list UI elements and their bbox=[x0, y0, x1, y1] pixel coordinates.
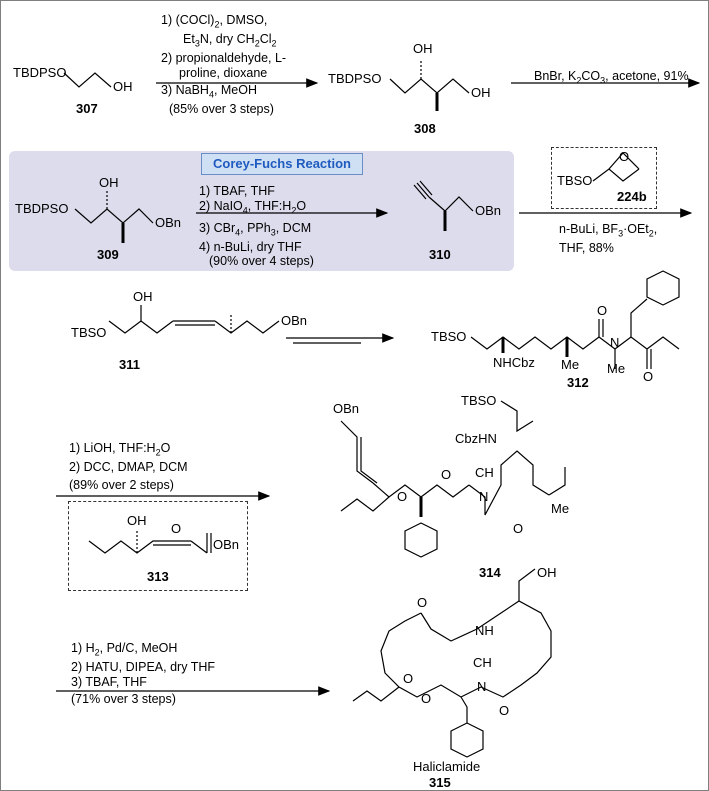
svg-text:OH: OH bbox=[471, 85, 491, 100]
svg-text:309: 309 bbox=[97, 247, 119, 262]
svg-text:CbzHN: CbzHN bbox=[455, 431, 497, 446]
svg-text:CH: CH bbox=[473, 655, 492, 670]
svg-text:308: 308 bbox=[414, 121, 436, 136]
svg-text:OH: OH bbox=[113, 79, 133, 94]
bonds-307 bbox=[63, 72, 112, 88]
conditions-step1: 1) (COCl)2, DMSO, Et3N, dry CH2Cl2 2) pr… bbox=[161, 13, 287, 116]
svg-text:Me: Me bbox=[551, 501, 569, 516]
tbdpso-307: TBDPSO bbox=[13, 65, 66, 80]
svg-text:O: O bbox=[403, 671, 413, 686]
svg-text:O: O bbox=[397, 489, 407, 504]
svg-text:OBn: OBn bbox=[333, 401, 359, 416]
svg-text:Me: Me bbox=[561, 357, 579, 372]
conditions-step7: 1) H2, Pd/C, MeOH 2) HATU, DIPEA, dry TH… bbox=[71, 641, 216, 706]
svg-text:OBn: OBn bbox=[155, 215, 181, 230]
svg-text:TBDPSO: TBDPSO bbox=[328, 71, 381, 86]
svg-text:O: O bbox=[513, 521, 523, 536]
svg-text:CH: CH bbox=[475, 465, 494, 480]
corey-fuchs-banner: Corey-Fuchs Reaction bbox=[201, 153, 363, 175]
svg-text:315: 315 bbox=[429, 775, 451, 790]
svg-text:O: O bbox=[499, 703, 509, 718]
svg-text:O: O bbox=[643, 369, 653, 384]
svg-text:OH: OH bbox=[99, 175, 119, 190]
svg-text:OBn: OBn bbox=[213, 537, 239, 552]
svg-text:NH: NH bbox=[475, 623, 494, 638]
conditions-step2: BnBr, K2CO3, acetone, 91% bbox=[534, 69, 689, 86]
svg-text:311: 311 bbox=[119, 357, 140, 372]
svg-text:N: N bbox=[610, 335, 619, 350]
svg-text:OH: OH bbox=[413, 41, 433, 56]
svg-text:OBn: OBn bbox=[281, 313, 307, 328]
epoxide-224b-box bbox=[551, 147, 657, 209]
svg-text:TBDPSO: TBDPSO bbox=[15, 201, 68, 216]
svg-text:O: O bbox=[619, 149, 629, 164]
svg-text:N: N bbox=[479, 489, 488, 504]
svg-text:OH: OH bbox=[127, 513, 147, 528]
svg-text:N: N bbox=[477, 679, 486, 694]
svg-text:314: 314 bbox=[479, 565, 501, 580]
svg-text:OH: OH bbox=[537, 565, 557, 580]
svg-text:312: 312 bbox=[567, 375, 589, 390]
svg-text:O: O bbox=[171, 521, 181, 536]
svg-text:TBSO: TBSO bbox=[431, 329, 466, 344]
svg-text:TBSO: TBSO bbox=[71, 325, 106, 340]
svg-text:OH: OH bbox=[133, 289, 153, 304]
svg-text:Haliclamide: Haliclamide bbox=[413, 759, 480, 774]
alcohol-313-box bbox=[68, 501, 248, 591]
svg-text:307: 307 bbox=[76, 101, 98, 116]
svg-text:224b: 224b bbox=[617, 189, 647, 204]
svg-text:O: O bbox=[421, 691, 431, 706]
svg-text:O: O bbox=[441, 467, 451, 482]
conditions-step6: 1) LiOH, THF:H2O 2) DCC, DMAP, DCM (89% … bbox=[69, 441, 188, 492]
svg-text:NHCbz: NHCbz bbox=[493, 355, 535, 370]
svg-text:O: O bbox=[597, 303, 607, 318]
svg-text:310: 310 bbox=[429, 247, 451, 262]
svg-text:TBSO: TBSO bbox=[557, 173, 592, 188]
svg-text:OBn: OBn bbox=[475, 203, 501, 218]
conditions-step4: n-BuLi, BF3·OEt2, THF, 88% bbox=[559, 222, 658, 255]
svg-text:313: 313 bbox=[147, 569, 169, 584]
conditions-step3: 1) TBAF, THF 2) NaIO4, THF:H2O 3) CBr4, … bbox=[199, 184, 314, 268]
svg-text:TBSO: TBSO bbox=[461, 393, 496, 408]
svg-text:O: O bbox=[417, 595, 427, 610]
svg-text:Me: Me bbox=[607, 361, 625, 376]
